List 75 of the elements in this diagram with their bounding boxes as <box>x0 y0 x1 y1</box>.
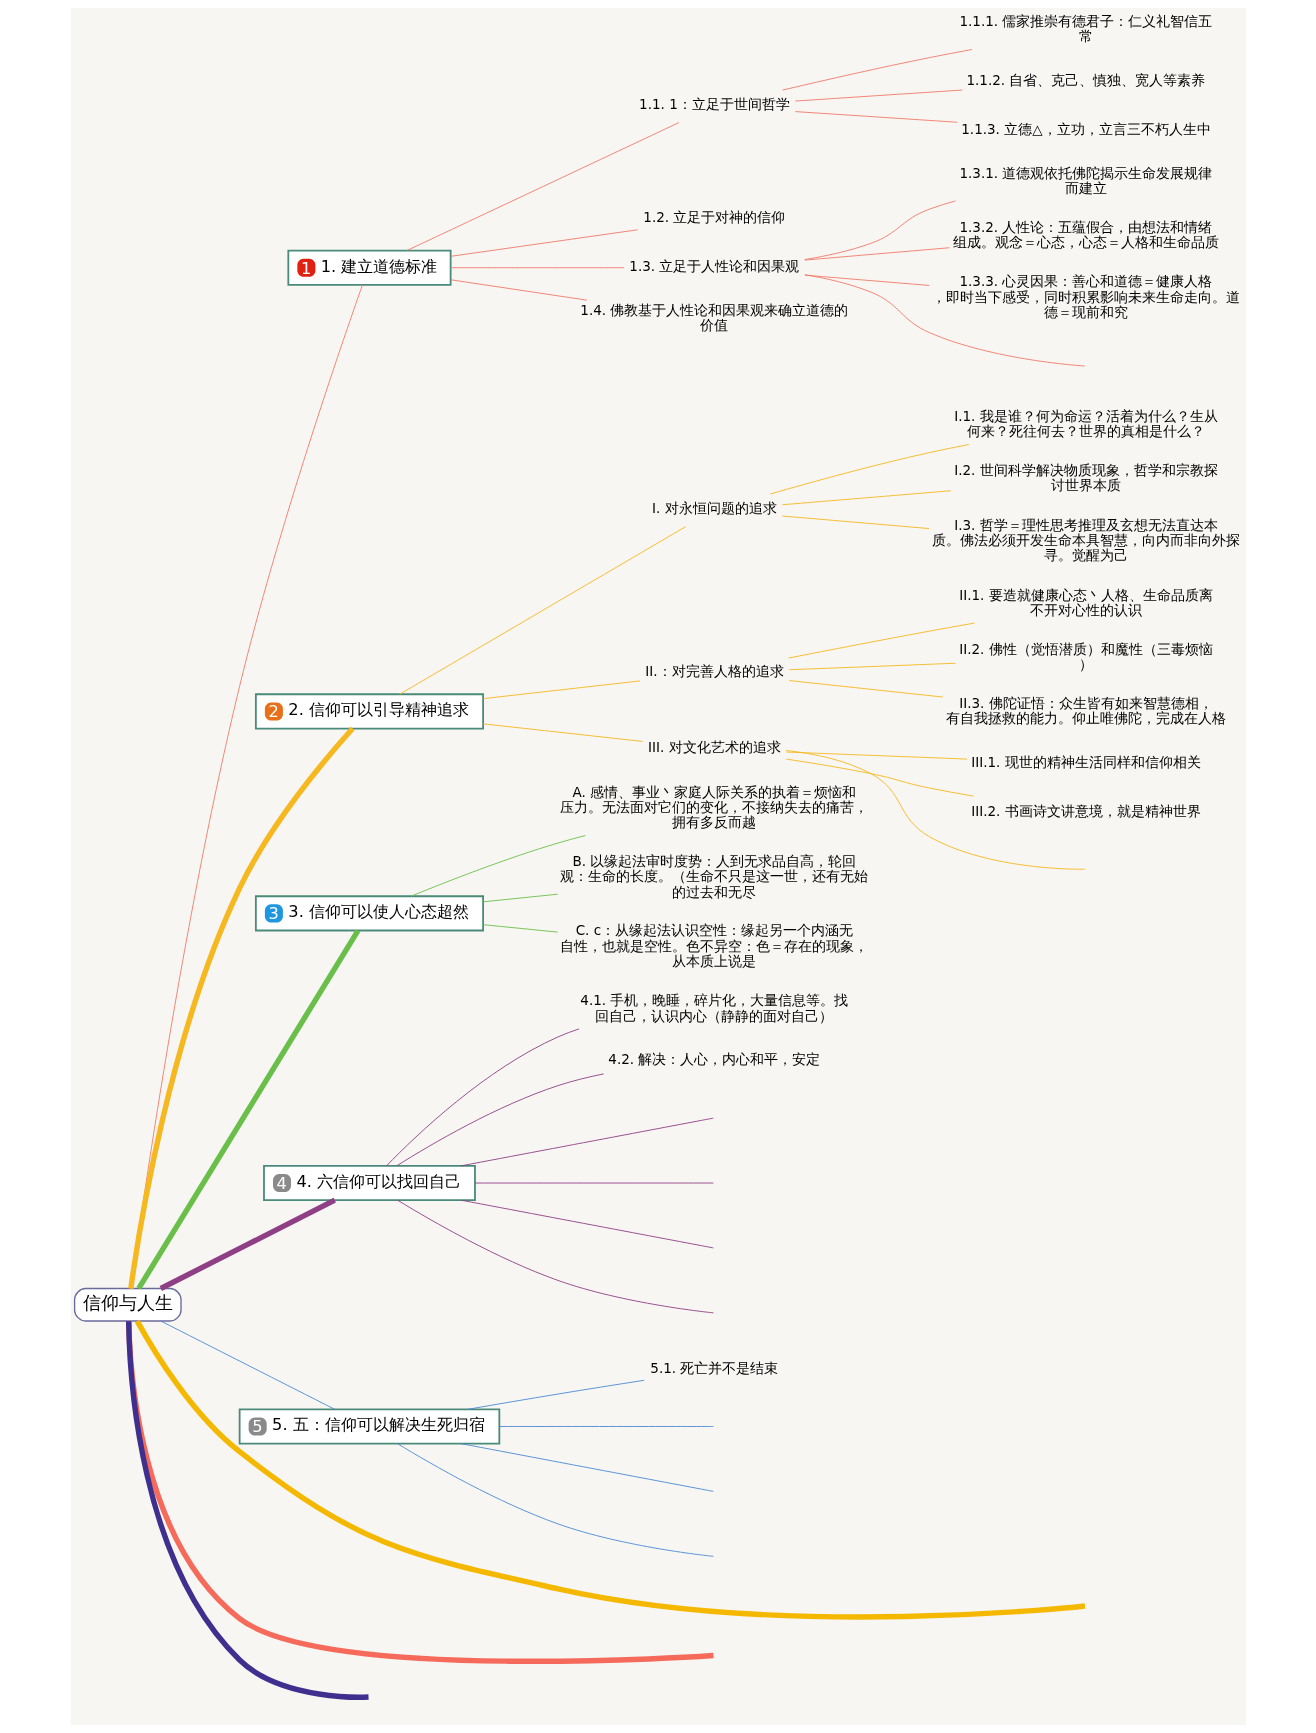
node-text: II.：对完善人格的追求 <box>644 662 784 679</box>
connector <box>785 751 968 760</box>
connector <box>769 444 969 495</box>
connector <box>785 758 974 797</box>
node-text: C. c：从缘起法认识空性：缘起另一个内涵无自性，也就是空性。色不异空：色＝存在的现象，从本质上说是 <box>559 922 868 970</box>
connector <box>398 526 686 695</box>
connector <box>385 1028 579 1167</box>
connector <box>460 1199 714 1249</box>
connector <box>803 274 1085 367</box>
node-box: 2 2. 信仰可以引导精神追求 <box>254 693 484 730</box>
connector <box>396 1443 714 1557</box>
connector <box>129 284 363 1289</box>
connector <box>410 835 586 897</box>
connector <box>482 723 643 742</box>
connector <box>788 662 956 671</box>
node-text: I.3. 哲学＝理性思考推理及玄想无法直达本质。佛法必须开发生命本具智慧，向内而非向外探寻。觉醒为己 <box>931 516 1240 564</box>
node-text: 1.2. 立足于对神的信仰 <box>642 209 785 226</box>
connector <box>794 89 963 102</box>
node-text: I.1. 我是谁？何为命运？活着为什么？生从何来？死往何去？世界的真相是什么？ <box>953 408 1218 440</box>
connector <box>460 1117 714 1167</box>
node-text: 1.1.1. 儒家推崇有德君子：仁义礼智信五常 <box>958 13 1212 45</box>
node-box: 1 1. 建立道德标准 <box>286 249 452 286</box>
connector <box>788 680 943 698</box>
node-box: 5 5. 五：信仰可以解决生死归宿 <box>238 1408 500 1445</box>
connector <box>395 1073 604 1167</box>
connector <box>482 924 558 933</box>
node-box: 信仰与人生 <box>73 1287 182 1322</box>
connector <box>498 1426 714 1427</box>
node-text: I.2. 世间科学解决物质现象，哲学和宗教探讨世界本质 <box>953 462 1218 494</box>
connector <box>787 622 975 659</box>
connector <box>135 929 360 1290</box>
connector <box>449 279 587 301</box>
node-box: 3 3. 信仰可以使人心态超然 <box>254 895 484 932</box>
node-text: 1.3. 立足于人性论和因果观 <box>628 257 799 274</box>
connector <box>466 1379 645 1410</box>
connector <box>406 122 679 251</box>
node-text: 1.3.2. 人性论：五蕴假合，由想法和情绪组成。观念＝心态，心态＝人格和生命品质 <box>952 218 1219 250</box>
connector <box>482 893 558 903</box>
node-text: 4.1. 手机，晚睡，碎片化，大量信息等。找回自己，认识内心（静静的面对自己） <box>579 992 848 1024</box>
node-text: I. 对永恒问题的追求 <box>651 500 777 517</box>
connector <box>125 1321 369 1700</box>
node-text: 5.1. 死亡并不是结束 <box>649 1359 778 1376</box>
connector <box>803 247 950 261</box>
node-text: 1.3.3. 心灵因果：善心和道德＝健康人格，即时当下感受，同时积累影响未来生命走向。道德＝现前和究 <box>931 273 1240 320</box>
node-text: 1.1.2. 自省、克己、慎独、宽人等素养 <box>965 72 1205 89</box>
node-text: III. 对文化艺术的追求 <box>647 739 781 756</box>
connector <box>127 726 355 1289</box>
node-text: II.1. 要造就健康心态丶人格、生命品质离不开对心性的认识 <box>958 586 1213 618</box>
node-text: 1.4. 佛教基于人性论和因果观来确立道德的价值 <box>579 301 848 333</box>
connector <box>794 111 958 123</box>
connector <box>482 680 640 700</box>
connector <box>449 267 625 269</box>
connector <box>460 1443 714 1492</box>
node-text: A. 感情、事业丶家庭人际关系的执着＝烦恼和压力。无法面对它们的变化，不接纳失去的痛苦，拥有多反而越 <box>559 783 868 831</box>
connector <box>159 1320 335 1410</box>
connector <box>396 1199 714 1314</box>
node-box: 4 4. 六信仰可以找回自己 <box>262 1165 476 1202</box>
connector <box>803 200 956 260</box>
node-text: II.3. 佛陀证悟：众生皆有如来智慧德相，有自我拯救的能力。仰止唯佛陀，完成在人格 <box>945 694 1226 727</box>
node-text: 4.2. 解决：人心，内心和平，安定 <box>607 1051 820 1068</box>
node-text: II.2. 佛性（觉悟潜质）和魔性（三毒烦恼） <box>958 640 1213 673</box>
node-text: B. 以缘起法审时度势：人到无求品自高，轮回观：生命的长度。（生命不只是这一世，还有无始的过去和无尽 <box>559 853 868 900</box>
connector <box>785 750 1085 870</box>
connector <box>134 1319 1085 1620</box>
connector <box>781 49 972 91</box>
node-text: 1.3.1. 道德观依托佛陀揭示生命发展规律而建立 <box>958 164 1212 196</box>
node-text: III.2. 书画诗文讲意境，就是精神世界 <box>970 802 1201 819</box>
node-text: III.1. 现世的精神生活同样和信仰相关 <box>970 753 1201 770</box>
connector <box>474 1182 714 1184</box>
connector <box>781 515 930 529</box>
node-text: 1.1. 1：立足于世间哲学 <box>638 96 790 113</box>
connector <box>449 229 638 257</box>
connector <box>781 490 951 506</box>
connector <box>159 1197 336 1291</box>
node-text: 1.1.3. 立德△，立功，立言三不朽人生中 <box>960 120 1211 137</box>
